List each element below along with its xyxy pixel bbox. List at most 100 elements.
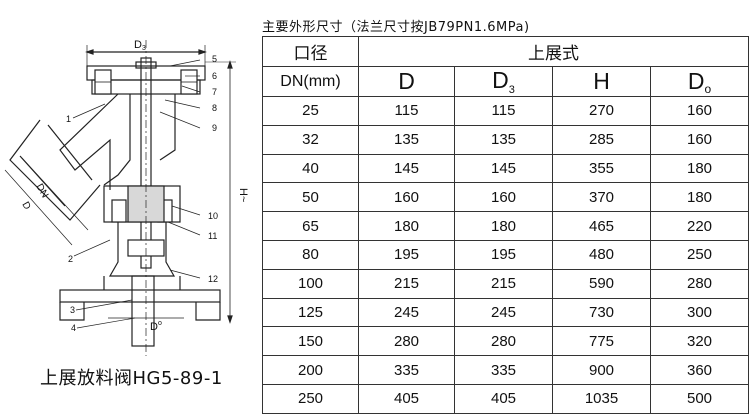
cell-d: 145 <box>358 153 455 184</box>
cell-d3: 405 <box>454 383 553 414</box>
d3-dimension-subscript: 3 <box>142 45 146 52</box>
header-d: D <box>358 66 455 97</box>
d3-dimension-label: D <box>134 39 142 51</box>
cell-d: 405 <box>358 383 455 414</box>
cell-d3: 245 <box>454 297 553 328</box>
part-number-5: 5 <box>212 54 217 64</box>
cell-dn: 25 <box>262 96 359 126</box>
do-dimension-subscript: o <box>158 320 162 327</box>
cell-d: 115 <box>358 96 455 126</box>
part-number-1: 1 <box>66 114 71 124</box>
cell-do: 160 <box>650 96 749 126</box>
cell-h: 465 <box>552 211 651 241</box>
cell-dn: 50 <box>262 182 359 213</box>
cell-dn: 150 <box>262 326 359 357</box>
header-d3-subscript: 3 <box>508 84 515 96</box>
cell-d: 160 <box>358 182 455 213</box>
header-do: Do <box>650 66 749 97</box>
part-number-11: 11 <box>208 231 217 241</box>
cell-dn: 80 <box>262 239 359 270</box>
cell-do: 220 <box>650 211 749 241</box>
cell-d3: 280 <box>454 326 553 357</box>
cell-dn: 32 <box>262 124 359 155</box>
cell-d: 245 <box>358 297 455 328</box>
header-d3: D3 <box>454 66 553 97</box>
header-bore: 口径 <box>262 36 359 67</box>
cell-d3: 195 <box>454 239 553 270</box>
part-number-3: 3 <box>70 305 75 315</box>
part-number-12: 12 <box>208 274 218 284</box>
part-number-4: 4 <box>71 323 76 333</box>
cell-do: 360 <box>650 355 749 385</box>
cell-do: 250 <box>650 239 749 270</box>
cell-d3: 160 <box>454 182 553 213</box>
cell-do: 300 <box>650 297 749 328</box>
part-number-10: 10 <box>208 211 218 221</box>
cell-do: 320 <box>650 326 749 357</box>
cell-h: 480 <box>552 239 651 270</box>
cell-dn: 125 <box>262 297 359 328</box>
part-number-9: 9 <box>212 123 217 133</box>
cell-do: 500 <box>650 383 749 414</box>
d-dimension-label: D <box>19 200 32 212</box>
cell-d: 135 <box>358 124 455 155</box>
cell-d3: 145 <box>454 153 553 184</box>
cell-dn: 200 <box>262 355 359 385</box>
cell-h: 285 <box>552 124 651 155</box>
drawing-caption: 上展放料阀HG5-89-1 <box>40 368 223 389</box>
cell-h: 775 <box>552 326 651 357</box>
part-number-6: 6 <box>212 71 217 81</box>
cell-h: 1035 <box>552 383 651 414</box>
header-group-upper-expand: 上展式 <box>358 36 749 67</box>
cell-d: 335 <box>358 355 455 385</box>
cell-h: 370 <box>552 182 651 213</box>
header-do-subscript: o <box>704 81 712 96</box>
valve-drawing: D 3 H~ DN D D o 1 2 3 4 5 6 7 8 9 10 11 … <box>4 39 249 356</box>
cell-d: 195 <box>358 239 455 270</box>
cell-do: 180 <box>650 182 749 213</box>
part-number-8: 8 <box>212 103 217 113</box>
cell-do: 160 <box>650 124 749 155</box>
cell-h: 270 <box>552 96 651 126</box>
cell-h: 590 <box>552 268 651 299</box>
cell-d3: 180 <box>454 211 553 241</box>
cell-d: 280 <box>358 326 455 357</box>
cell-d3: 335 <box>454 355 553 385</box>
header-do-label: D <box>687 67 705 94</box>
cell-d3: 215 <box>454 268 553 299</box>
part-number-7: 7 <box>212 87 217 97</box>
cell-d3: 135 <box>454 124 553 155</box>
cell-h: 730 <box>552 297 651 328</box>
header-d3-label: D <box>492 67 509 93</box>
cell-do: 180 <box>650 153 749 184</box>
table-title: 主要外形尺寸（法兰尺寸按JB79PN1.6MPa) <box>262 20 530 35</box>
cell-d: 180 <box>358 211 455 241</box>
cell-d3: 115 <box>454 96 553 126</box>
cell-dn: 250 <box>262 383 359 414</box>
cell-dn: 65 <box>262 211 359 241</box>
cell-dn: 100 <box>262 268 359 299</box>
part-number-2: 2 <box>68 254 73 264</box>
header-h: H <box>552 66 651 97</box>
cell-d: 215 <box>358 268 455 299</box>
h-dimension-label: H~ <box>237 188 249 202</box>
cell-do: 280 <box>650 268 749 299</box>
cell-dn: 40 <box>262 153 359 184</box>
header-dn: DN(mm) <box>262 66 359 97</box>
do-dimension-label: D <box>150 321 158 333</box>
cell-h: 900 <box>552 355 651 385</box>
cell-h: 355 <box>552 153 651 184</box>
